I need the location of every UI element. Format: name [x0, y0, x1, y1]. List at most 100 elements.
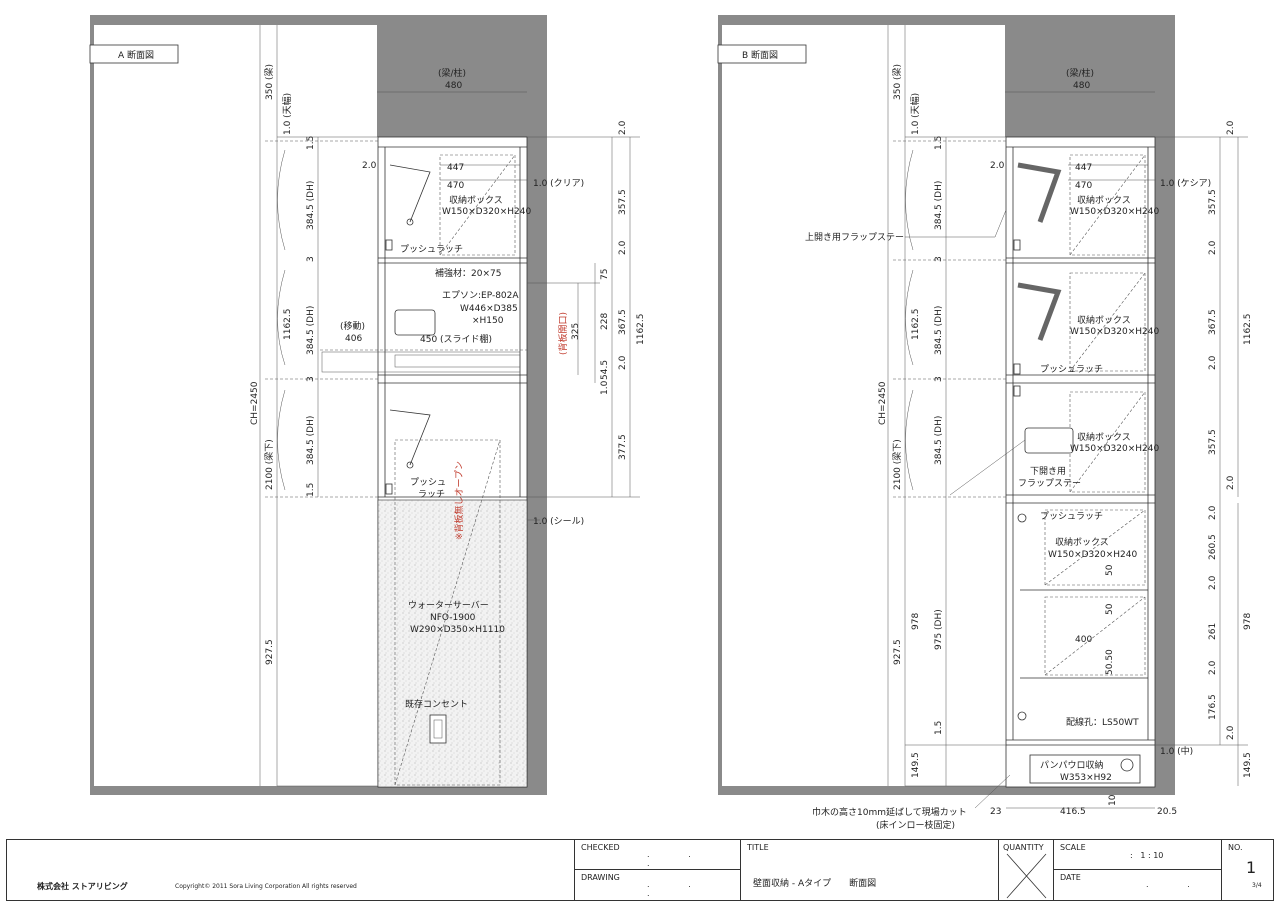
b-d975: 975 (DH): [934, 609, 944, 650]
b-w470: 470: [1075, 181, 1092, 191]
b-d15a: 1.5: [934, 136, 944, 150]
a-water: ウォーターサーバー: [408, 600, 489, 611]
title-block: 株式会社 ストアリビング Copyright© 2011 Sora Living…: [6, 839, 1274, 901]
b-w205: 20.5: [1157, 807, 1177, 817]
b-storage-size-3: W150×D320×H240: [1070, 444, 1159, 454]
scale-cell: SCALE : 1 : 10: [1054, 840, 1222, 870]
a-r11625: 1162.5: [636, 314, 646, 346]
b-w23: 23: [990, 807, 1001, 817]
b-r20b: 2.0: [1208, 240, 1218, 255]
printer-a: [394, 309, 436, 336]
sheet-value: 3/4: [1252, 882, 1262, 889]
wall-top-a: [90, 15, 547, 25]
a-push-latch: プッシュラッチ: [400, 244, 463, 255]
wall-top-b: [718, 15, 1175, 25]
white-room-a: [94, 25, 377, 786]
a-w470: 470: [447, 181, 464, 191]
b-d3b: 3: [934, 376, 944, 382]
b-r20f: 2.0: [1208, 575, 1218, 590]
b-r1765: 176.5: [1208, 694, 1218, 720]
b-storage-box-2: 収納ボックス: [1077, 314, 1131, 326]
b-r978: 978: [1243, 613, 1253, 630]
b-d978l: 978: [911, 613, 921, 630]
a-d3845c: 384.5 (DH): [306, 416, 316, 465]
number-value: 1: [1246, 858, 1257, 877]
panel-a-title-box: [89, 44, 179, 64]
quantity-label: QUANTITY: [1003, 843, 1044, 852]
number-cell: NO. 1 3/4: [1222, 840, 1273, 900]
b-storage-size-1: W150×D320×H240: [1070, 207, 1159, 217]
b-ch: CH=2450: [878, 381, 888, 425]
a-d9275: 927.5: [265, 639, 275, 665]
b-r2605: 260.5: [1208, 534, 1218, 560]
b-d350: 350 (梁): [891, 64, 903, 100]
a-r325: 325: [571, 323, 581, 340]
a-epson-size2: ×H150: [472, 316, 504, 326]
b-storage-box-3: 収納ボックス: [1077, 431, 1131, 443]
a-r228: 228: [600, 313, 610, 330]
b-d3a: 3: [934, 256, 944, 262]
title-label: TITLE: [747, 843, 769, 852]
b-storage-size-4: W150×D320×H240: [1048, 550, 1137, 560]
drawing-label: DRAWING: [581, 873, 620, 882]
b-flap-up: 上開き用フラップステー: [805, 232, 904, 243]
a-r3775: 377.5: [618, 434, 628, 460]
a-clear: 1.0 (クリア): [533, 178, 584, 189]
a-r75: 75: [600, 269, 610, 280]
flap-stay-b1: [1017, 162, 1062, 223]
b-flap-down1: 下開き用: [1030, 466, 1066, 477]
flap-stay-b2: [1017, 282, 1062, 341]
b-w50b: 50: [1105, 603, 1115, 615]
b-d3845c: 384.5 (DH): [934, 416, 944, 465]
date-cell: DATE . .: [1054, 870, 1222, 900]
b-w400: 400: [1075, 635, 1092, 645]
company-name: 株式会社 ストアリビング: [37, 882, 128, 891]
quantity-cross: [1006, 853, 1047, 899]
b-d3845b: 384.5 (DH): [934, 306, 944, 355]
a-w406: 406: [345, 334, 362, 344]
wall-right-b: [1155, 15, 1175, 795]
a-d3845b: 384.5 (DH): [306, 306, 316, 355]
a-storage-box: 収納ボックス: [449, 194, 503, 206]
panel-b-title: B 断面図: [742, 49, 778, 61]
flap-stay-a2: [389, 409, 431, 466]
drawing-value: . . .: [647, 880, 709, 898]
a-move: (移動): [340, 320, 365, 332]
date-value: . .: [1146, 880, 1208, 889]
b-w50c: 50.50: [1105, 649, 1115, 675]
a-storage-size: W150×D320×H240: [442, 207, 531, 217]
basket-b: [1029, 754, 1141, 784]
a-open-note: ※背板無しオープン: [453, 461, 465, 540]
a-reinforce: 補強材：20×75: [435, 267, 501, 279]
a-d11625l: 1162.5: [283, 309, 293, 341]
a-push2b: ラッチ: [418, 489, 445, 500]
a-r3675: 367.5: [618, 309, 628, 335]
a-outlet: 既存コンセント: [405, 698, 468, 710]
quantity-cell: QUANTITY: [999, 840, 1054, 900]
wall-right-a: [527, 15, 547, 795]
cad-drawing: A 断面図: [89, 15, 1253, 831]
title-cell: TITLE 壁面収納 - Aタイプ 断面図: [741, 840, 999, 900]
b-storage-size-2: W150×D320×H240: [1070, 327, 1159, 337]
panel-a: A 断面図: [89, 15, 646, 795]
b-r261: 261: [1208, 623, 1218, 640]
a-d3b: 3: [306, 376, 316, 382]
b-flap-down2: フラップステー: [1018, 478, 1081, 489]
b-r20d: 2.0: [1226, 475, 1236, 490]
b-r10: 1.0 (中): [1160, 745, 1193, 757]
a-d3845a: 384.5 (DH): [306, 181, 316, 230]
b-w10: 10: [1108, 794, 1118, 806]
b-r20g: 2.0: [1208, 660, 1218, 675]
a-slide: 450 (スライド棚): [420, 333, 492, 345]
b-r20c: 2.0: [1208, 355, 1218, 370]
b-d9275: 927.5: [893, 639, 903, 665]
floor-a: [90, 786, 547, 795]
b-w20: 2.0: [990, 161, 1005, 171]
b-d11625l: 1162.5: [911, 309, 921, 341]
a-d350: 350 (梁): [263, 64, 275, 100]
b-r1495: 149.5: [1243, 752, 1253, 778]
panel-a-title: A 断面図: [118, 49, 154, 61]
b-d2100: 2100 (梁下): [891, 439, 903, 490]
b-basket-size: W353×H92: [1060, 773, 1112, 783]
a-epson-size1: W446×D385: [460, 304, 518, 314]
